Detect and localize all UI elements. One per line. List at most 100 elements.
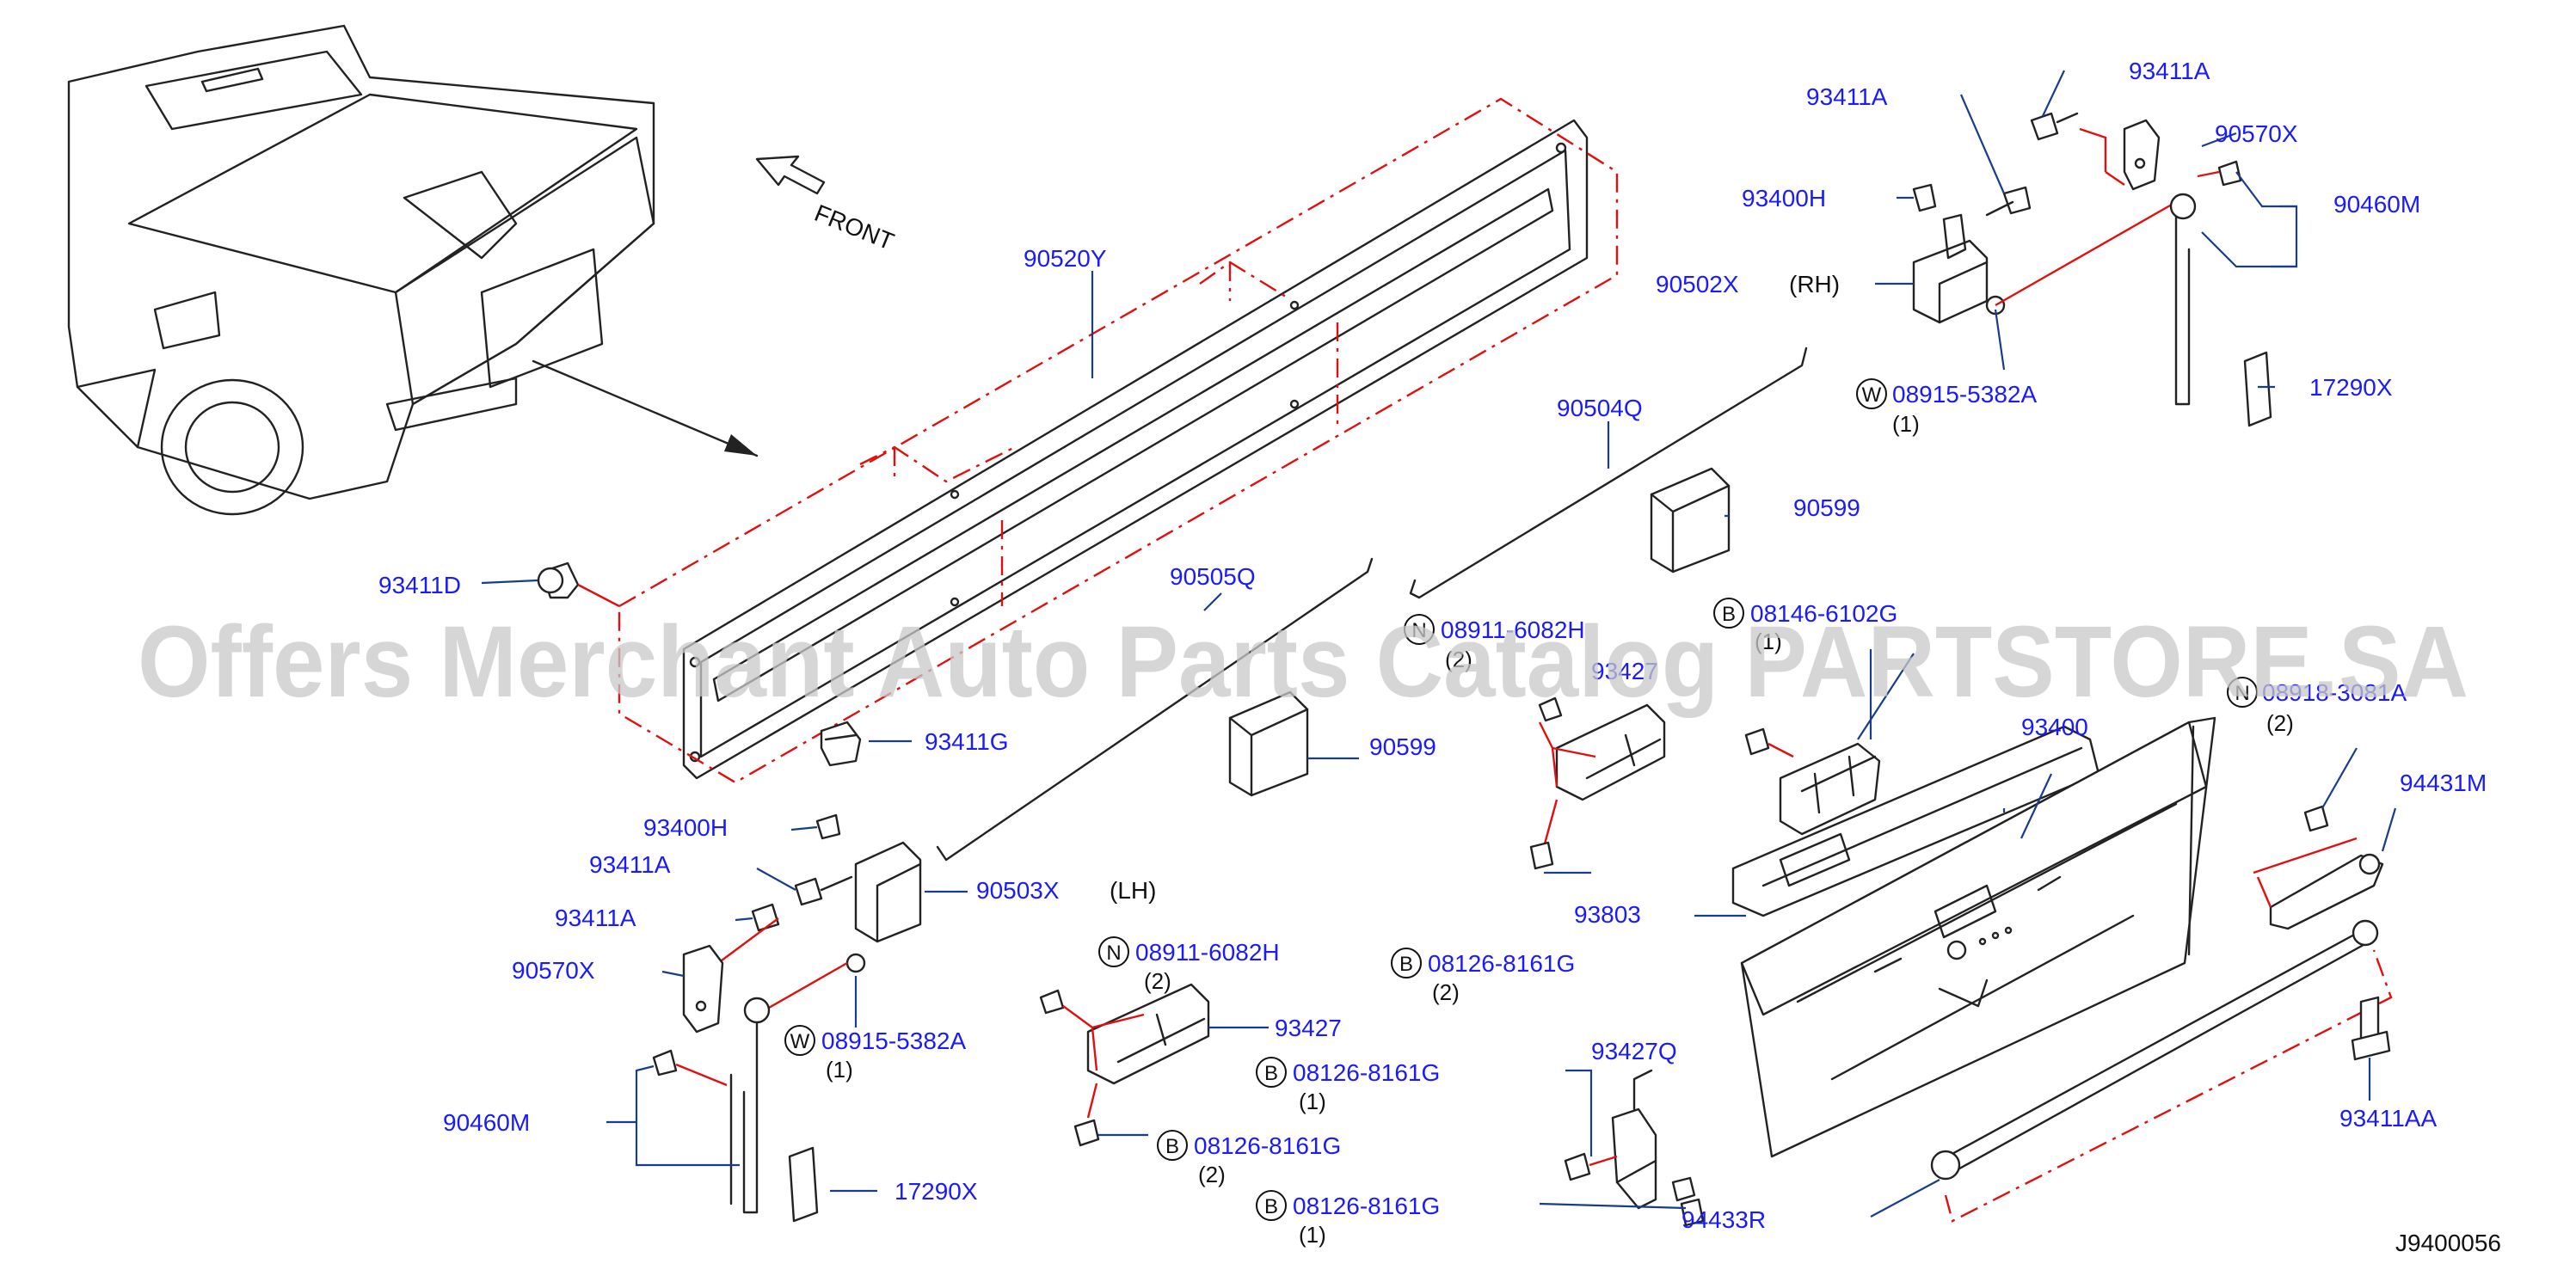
callout-n-right-qty: (2) [2266, 710, 2294, 736]
label-93427-upper: 93427 [1591, 658, 1658, 684]
bolt-93411A-lh-1 [794, 875, 853, 906]
callout-b-5-code: 08126-8161G [1293, 1193, 1440, 1219]
label-90505Q: 90505Q [1170, 563, 1256, 590]
bolt-93400H-rh [1912, 183, 1937, 212]
bracket-90570X-rh [2105, 119, 2161, 191]
callout-b-5-letter: B [1264, 1195, 1278, 1218]
label-90570X-rh: 90570X [2215, 120, 2298, 147]
callout-w-lh-code: 08915-5382A [821, 1028, 966, 1054]
callout-w-lh-letter: W [790, 1030, 810, 1053]
callout-n-lower-qty: (2) [1144, 968, 1171, 994]
latch-93427Q [1564, 1069, 1705, 1227]
label-rh: (RH) [1789, 271, 1840, 298]
label-90504Q: 90504Q [1557, 395, 1643, 421]
callout-b-4-letter: B [1165, 1135, 1179, 1158]
label-90502X: 90502X [1656, 271, 1739, 298]
callout-b-3-letter: B [1264, 1062, 1278, 1085]
callout-n-right-letter: N [2235, 682, 2249, 705]
callout-n-right-code: 08918-3081A [2262, 679, 2407, 706]
callout-b-2-code: 08126-8161G [1428, 950, 1575, 977]
bolt-93400H-lh [815, 813, 841, 840]
bolt-93411A-lh-2 [717, 903, 780, 964]
callout-n-right: N 08918-3081A (2) [2227, 677, 2407, 736]
label-90599-lower: 90599 [1369, 733, 1436, 760]
callout-n-lower: N 08911-6082H (2) [1098, 936, 1280, 994]
label-93400: 93400 [2021, 714, 2088, 740]
callout-n-upper-code: 08911-6082H [1441, 617, 1585, 643]
cover-17290X-lh [788, 1146, 819, 1223]
label-93427-lower: 93427 [1275, 1015, 1342, 1041]
callout-b-1: B 08146-6102G (1) [1713, 598, 1897, 654]
callout-n-upper: N 08911-6082H (2) [1404, 614, 1585, 672]
hinge-rh-90502X [1912, 200, 2177, 324]
callout-b-3-code: 08126-8161G [1293, 1059, 1440, 1086]
label-93400H-lh: 93400H [643, 814, 728, 841]
label-lh: (LH) [1110, 877, 1156, 904]
callout-b-3-qty: (1) [1299, 1089, 1326, 1114]
label-93411D: 93411D [378, 572, 461, 598]
callout-b-5-qty: (1) [1299, 1222, 1326, 1248]
label-90520Y: 90520Y [1024, 245, 1107, 272]
label-94433R: 94433R [1681, 1206, 1766, 1233]
latch-93427-lower [1039, 983, 1210, 1147]
clip-93411D [537, 561, 620, 608]
label-93411A-lh-2: 93411A [555, 905, 636, 931]
latch-93427-upper [1529, 696, 1666, 870]
label-17290X-rh: 17290X [2309, 374, 2393, 401]
tailgate-liner-90520Y [618, 97, 1619, 784]
hinge-lh-90503X [756, 841, 922, 1016]
label-93411A-rh-2: 93411A [2129, 58, 2210, 84]
diagram-id: J9400056 [2395, 1230, 2501, 1256]
callout-n-lower-letter: N [1106, 942, 1121, 965]
label-90570X-lh: 90570X [512, 957, 595, 984]
callout-b-4: B 08126-8161G (2) [1157, 1130, 1341, 1187]
callout-b-2: B 08126-8161G (2) [1391, 948, 1575, 1005]
cable-94433R [1930, 919, 2393, 1223]
callout-n-upper-qty: (2) [1445, 647, 1472, 672]
callout-b-1-letter: B [1722, 603, 1736, 626]
bolt-93411A-rh-1 [1985, 186, 2032, 217]
label-90460M-lh: 90460M [443, 1109, 530, 1136]
label-93427Q: 93427Q [1591, 1038, 1677, 1064]
label-93400H-rh: 93400H [1742, 185, 1826, 212]
leader-lines [481, 70, 2397, 1218]
callout-b-1-code: 08146-6102G [1750, 600, 1897, 627]
callout-w-lh-qty: (1) [826, 1057, 853, 1083]
callout-b-3: B 08126-8161G (1) [1256, 1057, 1440, 1114]
callout-b-4-qty: (2) [1198, 1162, 1226, 1187]
tailgate-93400 [1740, 716, 2216, 1158]
label-17290X-lh: 17290X [895, 1178, 978, 1205]
callout-n-lower-code: 08911-6082H [1135, 939, 1280, 966]
label-93411A-lh-1: 93411A [589, 851, 671, 878]
label-90503X: 90503X [976, 877, 1060, 904]
pad-90599-lower [1228, 690, 1309, 797]
cover-17290X-rh [2243, 351, 2272, 427]
bolt-93411A-rh-2 [2030, 112, 2107, 172]
bracket-94431M [2253, 805, 2384, 930]
label-94431M: 94431M [2400, 770, 2487, 796]
clip-93411G [820, 721, 862, 767]
truck-illustration [67, 24, 759, 516]
label-90460M-rh: 90460M [2333, 191, 2420, 218]
callout-w-lh: W 08915-5382A (1) [784, 1025, 966, 1083]
label-93411AA: 93411AA [2339, 1105, 2437, 1132]
callout-b-1-qty: (1) [1755, 629, 1782, 654]
callout-w-rh-qty: (1) [1892, 411, 1920, 437]
callout-w-rh: W 08915-5382A (1) [1856, 378, 2037, 437]
rod-90504Q [1409, 347, 1808, 599]
cable-90460M-lh [652, 997, 771, 1214]
callout-w-rh-code: 08915-5382A [1892, 381, 2037, 408]
rod-90505Q [936, 557, 1374, 862]
label-93803: 93803 [1574, 901, 1641, 928]
bolt-93411AA [2351, 996, 2391, 1061]
label-93411A-rh-1: 93411A [1806, 83, 1888, 110]
label-90599-upper: 90599 [1793, 494, 1860, 521]
front-arrow: FRONT [755, 155, 898, 255]
front-label: FRONT [811, 199, 898, 255]
callout-b-2-qty: (2) [1432, 979, 1460, 1005]
callout-b-4-code: 08126-8161G [1194, 1132, 1341, 1159]
watermark: Offers Merchant Auto Parts Catalog PARTS… [138, 605, 2468, 719]
callout-b-2-letter: B [1399, 953, 1413, 976]
callout-w-rh-letter: W [1862, 383, 1882, 407]
